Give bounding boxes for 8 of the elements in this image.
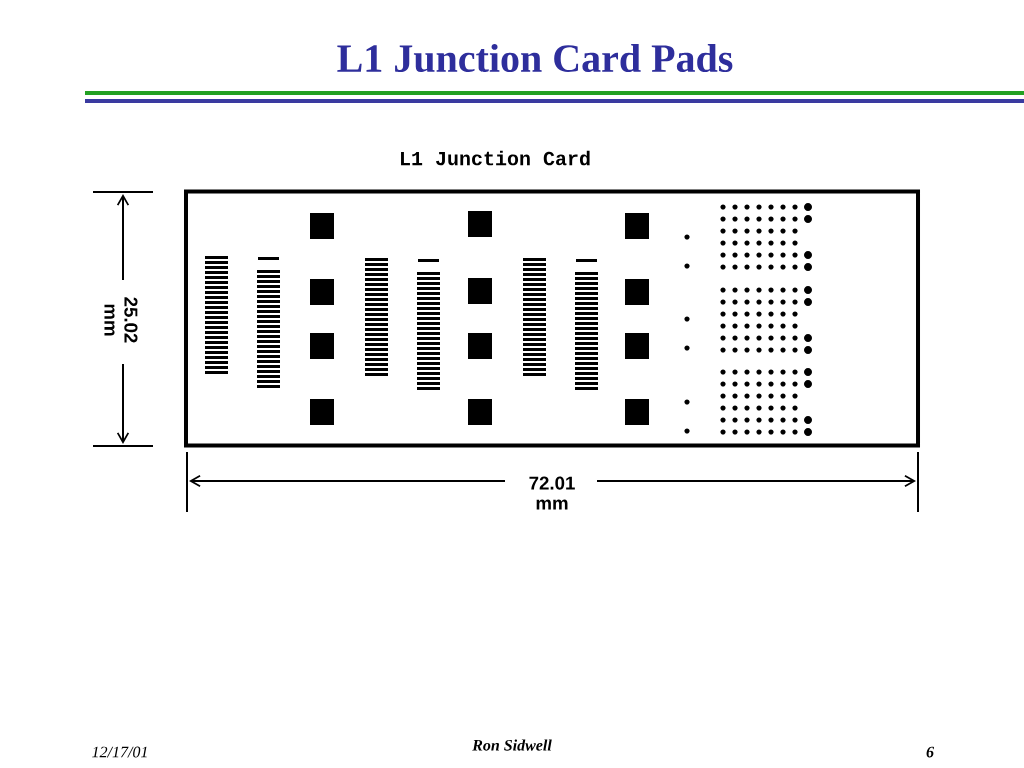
dimension-label: 25.02 mm [104,297,138,343]
dimension-label: 72.01 mm [529,476,575,510]
footer-author: Ron Sidwell [472,739,552,751]
slide-title: L1 Junction Card Pads [337,43,733,73]
node-label: L1 Junction Card [401,150,590,166]
card-outline: L1 Junction Card [184,150,920,448]
footer-date: 12/17/01 [92,746,147,758]
page-number: 6 [926,746,934,758]
